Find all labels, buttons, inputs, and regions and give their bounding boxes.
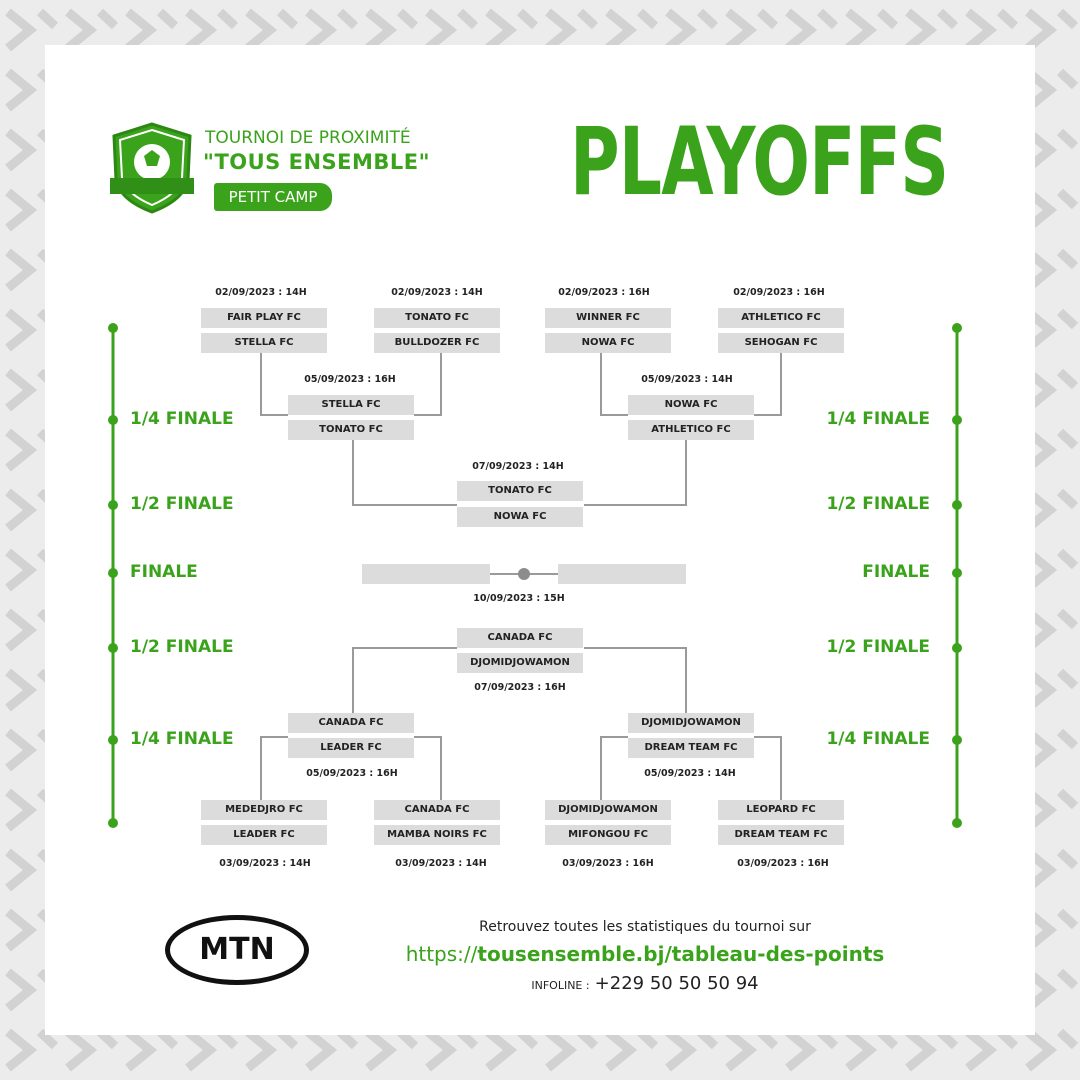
- match-date: 05/09/2023 : 16H: [306, 768, 398, 779]
- stage-label-semi-top-left: 1/2 FINALE: [130, 494, 234, 514]
- team-slot: DJOMIDJOWAMON: [628, 713, 754, 733]
- team-slot: TONATO FC: [288, 420, 414, 440]
- team-slot: MIFONGOU FC: [545, 825, 671, 845]
- stage-label-semi-bottom-right: 1/2 FINALE: [826, 637, 930, 657]
- stage-label-quarter-top-left: 1/4 FINALE: [130, 409, 234, 429]
- stage-label-quarter-bottom-right: 1/4 FINALE: [826, 729, 930, 749]
- team-slot: TONATO FC: [457, 481, 583, 501]
- infoline: INFOLINE : +229 50 50 50 94: [400, 973, 890, 994]
- match-date: 05/09/2023 : 14H: [641, 374, 733, 385]
- team-slot: MAMBA NOIRS FC: [374, 825, 500, 845]
- stage-label-final-right: FINALE: [862, 562, 930, 582]
- stats-link-url[interactable]: tousensemble.bj/tableau-des-points: [477, 942, 885, 966]
- content-panel: [45, 45, 1035, 1035]
- team-slot: TONATO FC: [374, 308, 500, 328]
- team-slot: NOWA FC: [457, 507, 583, 527]
- team-slot: LEADER FC: [288, 738, 414, 758]
- team-slot: DREAM TEAM FC: [718, 825, 844, 845]
- team-slot: BULLDOZER FC: [374, 333, 500, 353]
- match-date: 07/09/2023 : 14H: [472, 461, 564, 472]
- stats-link-prefix: https://: [405, 942, 478, 966]
- team-slot: DJOMIDJOWAMON: [545, 800, 671, 820]
- match-date: 02/09/2023 : 16H: [558, 287, 650, 298]
- team-slot: LEADER FC: [201, 825, 327, 845]
- match-date: 03/09/2023 : 16H: [737, 858, 829, 869]
- match-date: 02/09/2023 : 14H: [391, 287, 483, 298]
- stage-label-semi-top-right: 1/2 FINALE: [826, 494, 930, 514]
- tournament-name: TOURNOI DE PROXIMITÉ: [205, 128, 411, 148]
- match-date: 03/09/2023 : 14H: [219, 858, 311, 869]
- match-date: 05/09/2023 : 14H: [644, 768, 736, 779]
- match-date: 05/09/2023 : 16H: [304, 374, 396, 385]
- stage-label-quarter-bottom-left: 1/4 FINALE: [130, 729, 234, 749]
- team-slot: ATHLETICO FC: [718, 308, 844, 328]
- final-team-slot-left: [362, 564, 490, 584]
- match-date: 02/09/2023 : 16H: [733, 287, 825, 298]
- team-slot: FAIR PLAY FC: [201, 308, 327, 328]
- final-date: 10/09/2023 : 15H: [473, 593, 565, 604]
- team-slot: CANADA FC: [457, 628, 583, 648]
- tournament-subtitle: "TOUS ENSEMBLE": [203, 150, 431, 174]
- location-badge: PETIT CAMP: [214, 183, 332, 211]
- team-slot: WINNER FC: [545, 308, 671, 328]
- mtn-sponsor-logo: MTN: [165, 915, 309, 985]
- page-title: PLAYOFFS: [570, 108, 949, 217]
- stats-caption: Retrouvez toutes les statistiques du tou…: [479, 919, 811, 935]
- team-slot: STELLA FC: [201, 333, 327, 353]
- team-slot: STELLA FC: [288, 395, 414, 415]
- stage-label-semi-bottom-left: 1/2 FINALE: [130, 637, 234, 657]
- team-slot: MEDEDJRO FC: [201, 800, 327, 820]
- team-slot: NOWA FC: [545, 333, 671, 353]
- match-date: 02/09/2023 : 14H: [215, 287, 307, 298]
- team-slot: DJOMIDJOWAMON: [457, 653, 583, 673]
- team-slot: ATHLETICO FC: [628, 420, 754, 440]
- team-slot: SEHOGAN FC: [718, 333, 844, 353]
- stats-link[interactable]: https://tousensemble.bj/tableau-des-poin…: [380, 942, 910, 966]
- tournament-crest-logo: [110, 122, 194, 214]
- team-slot: DREAM TEAM FC: [628, 738, 754, 758]
- team-slot: LEOPARD FC: [718, 800, 844, 820]
- match-date: 07/09/2023 : 16H: [474, 682, 566, 693]
- match-date: 03/09/2023 : 16H: [562, 858, 654, 869]
- team-slot: CANADA FC: [374, 800, 500, 820]
- stage-label-quarter-top-right: 1/4 FINALE: [826, 409, 930, 429]
- final-team-slot-right: [558, 564, 686, 584]
- team-slot: CANADA FC: [288, 713, 414, 733]
- infoline-number: +229 50 50 50 94: [594, 973, 759, 994]
- team-slot: NOWA FC: [628, 395, 754, 415]
- stage-label-final-left: FINALE: [130, 562, 198, 582]
- infoline-label: INFOLINE :: [531, 979, 590, 992]
- match-date: 03/09/2023 : 14H: [395, 858, 487, 869]
